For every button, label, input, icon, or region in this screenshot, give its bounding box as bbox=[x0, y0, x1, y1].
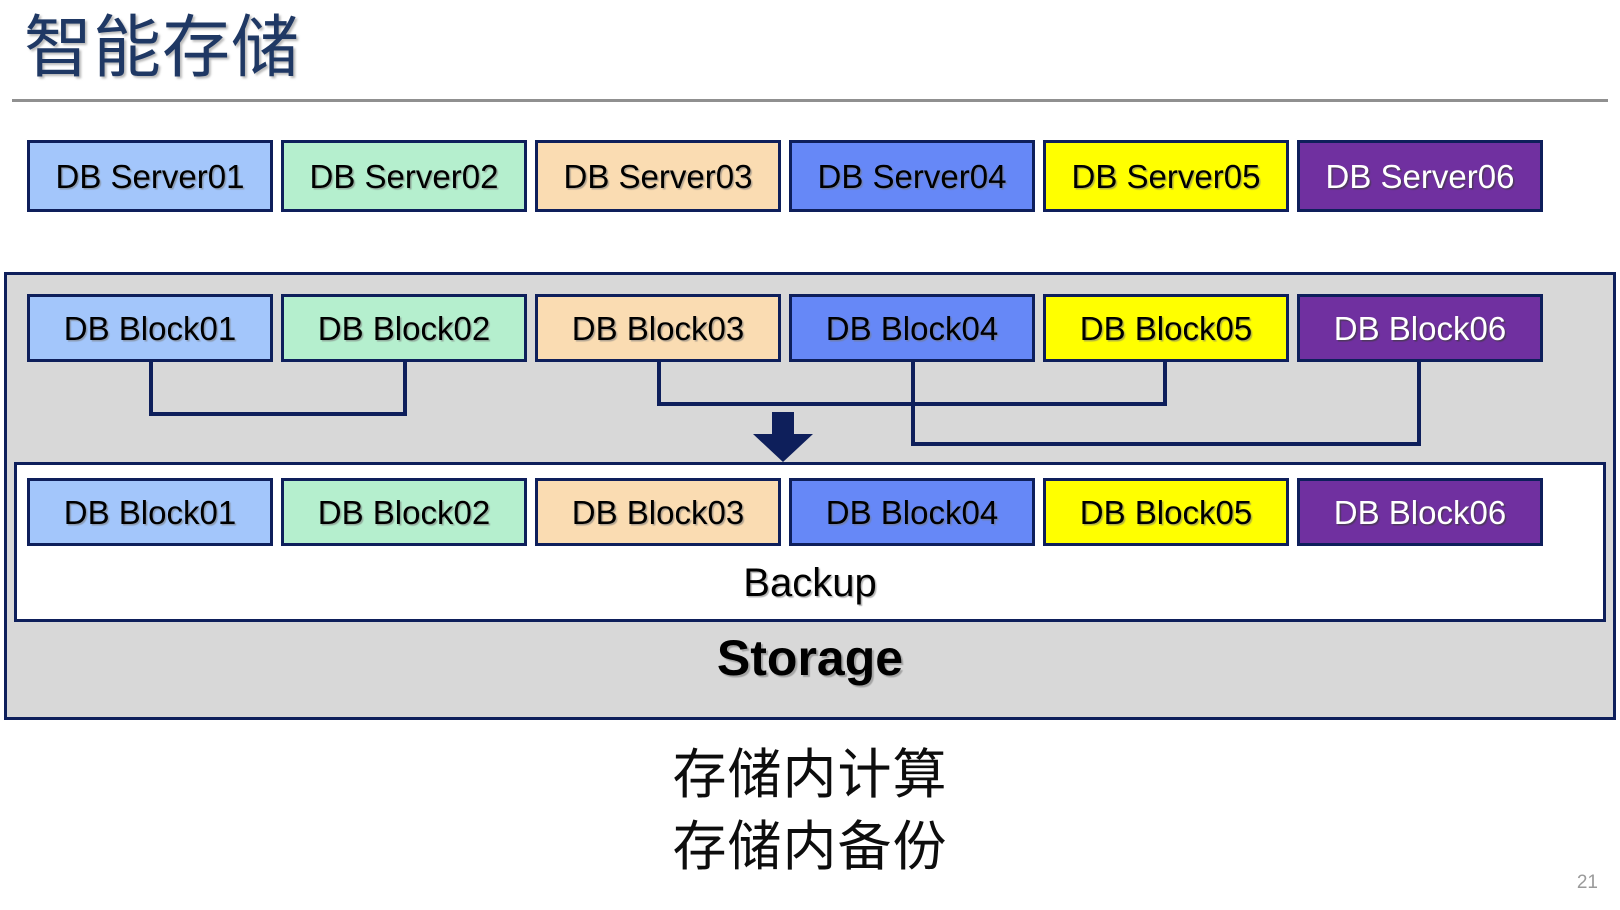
storage-block-4[interactable]: DB Block04 bbox=[789, 294, 1035, 362]
storage-block-2[interactable]: DB Block02 bbox=[281, 294, 527, 362]
storage-block-3[interactable]: DB Block03 bbox=[535, 294, 781, 362]
connector-stem-1a bbox=[149, 362, 153, 416]
backup-block-3[interactable]: DB Block03 bbox=[535, 478, 781, 546]
server-chip-2[interactable]: DB Server02 bbox=[281, 140, 527, 212]
server-chip-5[interactable]: DB Server05 bbox=[1043, 140, 1289, 212]
connector-stem-2c bbox=[1163, 362, 1167, 406]
caption-in-storage-backup: 存储内备份 bbox=[672, 817, 948, 877]
page-title: 智能存储 bbox=[24, 10, 301, 86]
caption-in-storage-compute: 存储内计算 bbox=[672, 745, 948, 805]
down-arrow-icon bbox=[753, 412, 813, 462]
backup-block-6[interactable]: DB Block06 bbox=[1297, 478, 1543, 546]
backup-label: Backup bbox=[743, 561, 877, 605]
connector-bar-1 bbox=[149, 412, 407, 416]
connector-stem-2a bbox=[657, 362, 661, 406]
storage-block-6[interactable]: DB Block06 bbox=[1297, 294, 1543, 362]
page-number: 21 bbox=[1576, 872, 1598, 893]
connector-stem-1b bbox=[403, 362, 407, 416]
connector-bar-3 bbox=[911, 442, 1421, 446]
backup-block-2[interactable]: DB Block02 bbox=[281, 478, 527, 546]
backup-block-4[interactable]: DB Block04 bbox=[789, 478, 1035, 546]
storage-block-5[interactable]: DB Block05 bbox=[1043, 294, 1289, 362]
server-chip-1[interactable]: DB Server01 bbox=[27, 140, 273, 212]
backup-block-1[interactable]: DB Block01 bbox=[27, 478, 273, 546]
connector-stem-2b bbox=[911, 362, 915, 406]
server-chip-4[interactable]: DB Server04 bbox=[789, 140, 1035, 212]
backup-block-5[interactable]: DB Block05 bbox=[1043, 478, 1289, 546]
storage-label: Storage bbox=[716, 630, 904, 686]
title-divider bbox=[12, 99, 1608, 102]
storage-block-1[interactable]: DB Block01 bbox=[27, 294, 273, 362]
server-chip-3[interactable]: DB Server03 bbox=[535, 140, 781, 212]
server-chip-6[interactable]: DB Server06 bbox=[1297, 140, 1543, 212]
connector-stem-3b bbox=[1417, 362, 1421, 446]
connector-stem-3a bbox=[911, 402, 915, 446]
